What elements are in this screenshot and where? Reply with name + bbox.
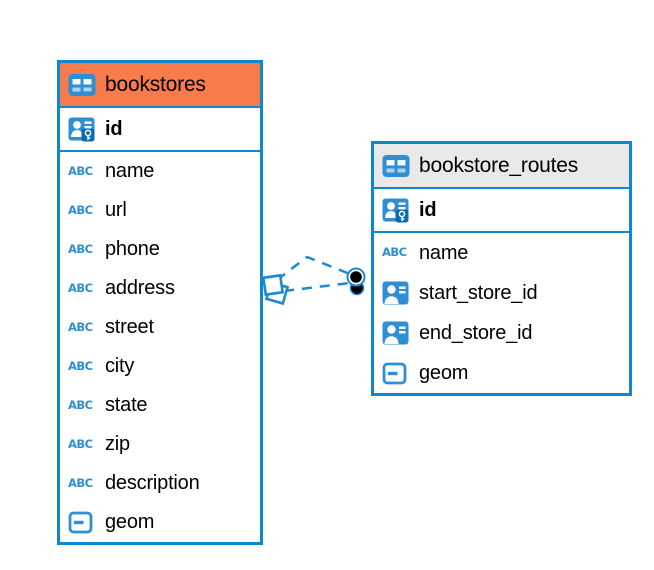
column-row-url[interactable]: ABC url [60,191,260,230]
entity-title: bookstores [105,72,206,96]
column-row-street[interactable]: ABC street [60,308,260,347]
column-name: street [105,316,154,338]
column-name: geom [105,511,155,533]
text-icon: ABC [68,358,93,373]
table-icon [68,73,96,97]
column-row-address[interactable]: ABC address [60,269,260,308]
column-row-name[interactable]: ABC name [374,233,629,273]
reference-icon [382,281,410,305]
column-name: address [105,277,175,299]
relationship-line-1[interactable] [276,255,351,281]
column-row-start_store_id[interactable]: start_store_id [374,273,629,313]
column-name: end_store_id [419,321,533,344]
column-row-id[interactable]: id [374,189,629,233]
primary-key-icon [382,198,410,223]
relationship-line-2[interactable] [283,281,351,293]
dot-marker [346,267,366,296]
column-row-description[interactable]: ABC description [60,464,260,503]
column-name: start_store_id [419,281,538,304]
column-row-name[interactable]: ABC name [60,152,260,191]
column-row-id[interactable]: id [60,108,260,152]
column-name: geom [419,361,469,384]
column-row-geom[interactable]: geom [60,503,260,542]
column-row-phone[interactable]: ABC phone [60,230,260,269]
table-icon [382,154,410,178]
column-name: description [105,472,200,494]
text-icon: ABC [68,280,93,295]
text-icon: ABC [68,397,93,412]
column-name: name [105,160,155,182]
reference-icon [382,321,410,345]
entity-title: bookstore_routes [419,153,579,177]
diamond-marker [261,273,290,306]
geometry-icon [68,511,96,534]
column-name: state [105,394,148,416]
column-row-city[interactable]: ABC city [60,347,260,386]
column-name: name [419,241,469,264]
column-row-geom[interactable]: geom [374,353,629,393]
primary-key-icon [68,117,96,142]
column-row-state[interactable]: ABC state [60,386,260,425]
column-name: id [105,117,123,140]
column-name: url [105,199,127,221]
column-name: zip [105,433,130,455]
text-icon: ABC [68,241,93,256]
text-icon: ABC [68,319,93,334]
column-name: phone [105,238,160,260]
column-row-zip[interactable]: ABC zip [60,425,260,464]
geometry-icon [382,362,410,385]
table-header[interactable]: bookstore_routes [374,144,629,189]
table-header[interactable]: bookstores [60,63,260,108]
text-icon: ABC [68,475,93,490]
column-row-end_store_id[interactable]: end_store_id [374,313,629,353]
text-icon: ABC [68,202,93,217]
column-name: city [105,355,135,377]
column-name: id [419,198,437,221]
text-icon: ABC [382,245,407,260]
text-icon: ABC [68,436,93,451]
text-icon: ABC [68,163,93,178]
